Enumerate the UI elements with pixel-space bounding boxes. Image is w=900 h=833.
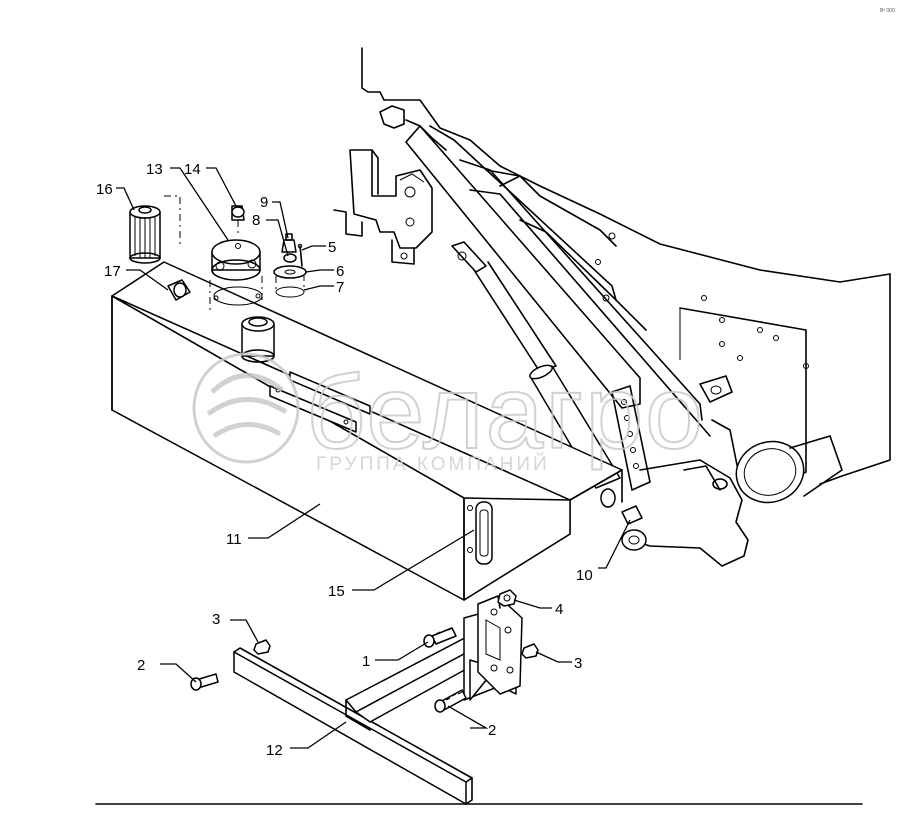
callout-9: 9 [260, 194, 268, 211]
callout-6: 6 [336, 263, 344, 280]
watermark: белагро ГРУППА КОМПАНИЙ [192, 352, 705, 475]
callout-4: 4 [555, 601, 563, 618]
watermark-brand: белагро [306, 355, 705, 471]
callout-16: 16 [96, 181, 113, 198]
callout-17: 17 [104, 263, 121, 280]
callout-5: 5 [328, 239, 336, 256]
corner-mark: В² 000 [880, 8, 895, 14]
callout-8: 8 [252, 212, 260, 229]
callout-3-left: 3 [212, 611, 220, 628]
callout-7: 7 [336, 279, 344, 296]
filter-assembly [129, 195, 307, 363]
callout-3-right: 3 [574, 655, 582, 672]
leader-lines [116, 167, 631, 749]
callout-1: 1 [362, 653, 370, 670]
mounting-bracket [190, 589, 539, 805]
callout-15: 15 [328, 583, 345, 600]
callout-10: 10 [576, 567, 593, 584]
machine-frame [333, 47, 891, 567]
watermark-subtitle: ГРУППА КОМПАНИЙ [316, 453, 550, 475]
callout-14: 14 [184, 161, 201, 178]
callout-11: 11 [226, 531, 242, 548]
callout-2-left: 2 [137, 657, 145, 674]
callout-labels: 1 2 2 3 3 4 5 6 7 8 9 10 11 12 13 14 15 … [96, 161, 593, 759]
watermark-logo-icon [192, 352, 300, 464]
callout-13: 13 [146, 161, 163, 178]
callout-2-right: 2 [488, 722, 496, 739]
callout-12: 12 [266, 742, 283, 759]
hydraulic-tank [111, 261, 643, 601]
